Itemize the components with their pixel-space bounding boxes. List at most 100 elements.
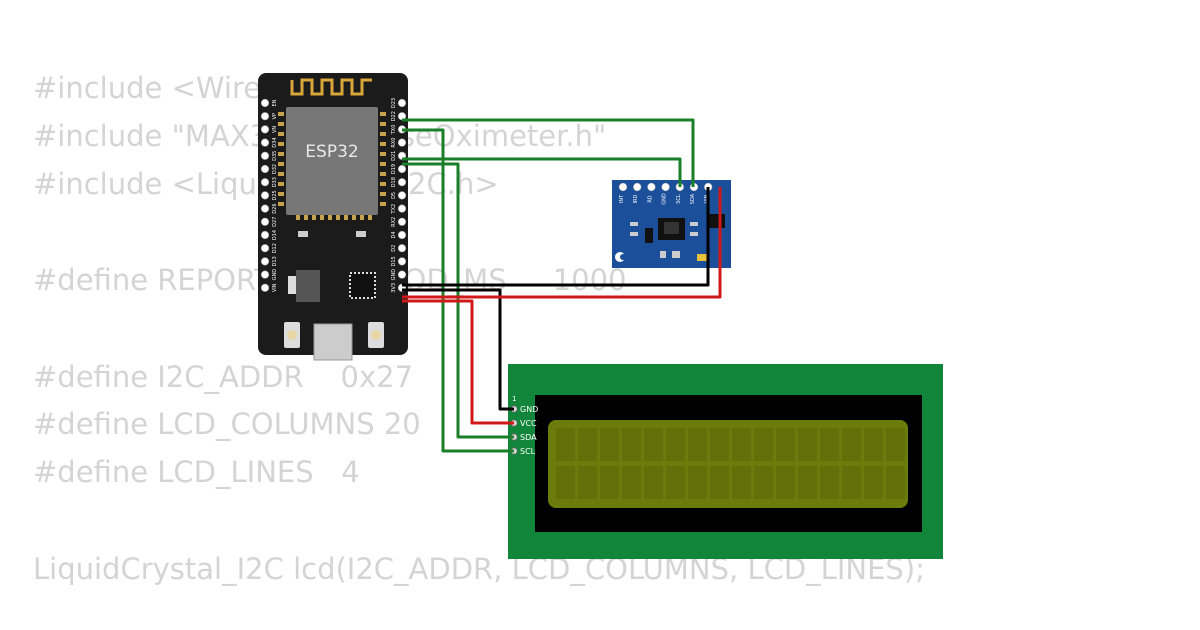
esp32-pin-label: D25 — [272, 190, 278, 200]
esp32-pin-label: VIN — [272, 283, 278, 292]
smd-regulator — [709, 214, 725, 228]
esp32-pin-d26[interactable]: D26 — [260, 203, 278, 214]
esp32-pin-d2[interactable]: D2 — [391, 244, 407, 253]
esp32-pin-d35[interactable]: D35 — [260, 151, 278, 161]
lcd-char-cell — [820, 466, 839, 499]
wire-gnd-lcd[interactable] — [402, 288, 514, 411]
esp32-pin-label: D22 — [391, 111, 397, 121]
esp32-pin-d23[interactable]: D23 — [391, 98, 407, 108]
esp32-pin-en[interactable]: EN — [260, 98, 278, 108]
lcd-char-cell — [688, 466, 707, 499]
esp32-pin-d12[interactable]: D12 — [260, 243, 278, 253]
smd-part — [690, 222, 698, 226]
esp32-pin-d25[interactable]: D25 — [260, 190, 278, 201]
esp32-pin-d4[interactable]: D4 — [391, 230, 407, 240]
esp32-pin-label: TX2 — [391, 204, 397, 215]
lcd-char-cell — [820, 428, 839, 461]
mounting-hole-inner — [620, 254, 626, 260]
esp32-pin-d34[interactable]: D34 — [260, 137, 278, 148]
esp32-pin-label: D23 — [391, 98, 397, 108]
esp32-pin-d5[interactable]: D5 — [391, 191, 407, 200]
code-line: LiquidCrystal_I2C lcd(I2C_ADDR, LCD_COLU… — [33, 552, 925, 586]
esp32-pin-gnd[interactable]: GND — [260, 269, 278, 281]
lcd-char-cell — [864, 466, 883, 499]
lcd-char-cell — [688, 428, 707, 461]
smd-part — [672, 251, 680, 258]
esp32-pin-label: D14 — [272, 230, 278, 240]
lcd-module[interactable]: 1 GND VCC SDA SCL — [508, 364, 943, 559]
esp32-pin-label: D34 — [272, 137, 278, 147]
code-line: #define LCD_COLUMNS 20 — [33, 407, 421, 441]
esp32-pin-label: D26 — [272, 203, 278, 213]
lcd-char-cell — [732, 428, 751, 461]
esp32-pin-label: EN — [272, 99, 278, 106]
esp32-pin-label: D2 — [391, 245, 397, 252]
esp32-pin-label: D32 — [272, 164, 278, 174]
esp32-pin-tx2[interactable]: TX2 — [391, 204, 407, 215]
sensor-pin-gnd[interactable]: GND — [661, 182, 670, 205]
esp32-pin-d15[interactable]: D15 — [391, 256, 407, 267]
micro-usb-port[interactable] — [313, 323, 353, 361]
wire-vcc-lcd[interactable] — [402, 299, 514, 425]
sensor-pin-label: SDA — [690, 193, 696, 204]
wire-gnd-sensor[interactable] — [402, 187, 710, 287]
sensor-pin-label: INT — [619, 194, 625, 203]
wires — [402, 118, 722, 453]
esp32-pin-label: D27 — [272, 217, 278, 227]
esp32-pin-label: D35 — [272, 151, 278, 161]
esp32-pin-label: D18 — [391, 177, 397, 187]
lcd-char-cell — [798, 428, 817, 461]
wire-sda-sensor[interactable] — [402, 157, 682, 187]
esp32-pin-rx0[interactable]: RX0 — [391, 138, 407, 148]
sensor-pin-label: GND — [662, 193, 668, 205]
code-line: #define LCD_LINES 4 — [33, 455, 360, 489]
chip-window — [664, 222, 679, 234]
esp32-module-shield — [286, 107, 378, 215]
lcd-char-cell — [556, 466, 575, 499]
esp32-pin-rx2[interactable]: RX2 — [391, 217, 407, 227]
esp32-pin-gnd[interactable]: GND — [391, 269, 407, 281]
esp32-pin-d33[interactable]: D33 — [260, 177, 278, 187]
esp32-pin-label: D19 — [391, 164, 397, 174]
lcd-char-cell — [776, 466, 795, 499]
smd-part — [630, 222, 638, 226]
regulator-tab — [288, 276, 298, 294]
esp32-pin-label: GND — [272, 269, 278, 281]
sensor-pin-rd[interactable]: RD — [647, 182, 656, 203]
esp32-pin-label: D5 — [391, 192, 397, 199]
smd-part — [298, 231, 308, 237]
lcd-char-cell — [710, 428, 729, 461]
smd-part — [645, 228, 653, 243]
wire-vcc-sensor[interactable] — [402, 187, 722, 299]
esp32-pin-label: VN — [272, 126, 278, 133]
esp32-pin-label: VP — [272, 113, 278, 119]
lcd-char-cell — [600, 428, 619, 461]
sensor-pin-ird[interactable]: IRD — [633, 182, 642, 203]
esp32-board[interactable]: ESP32 ENVPVND34D35D32D33D25D26D27D14D12D… — [258, 73, 408, 361]
lcd-char-cell — [732, 466, 751, 499]
esp32-pin-d13[interactable]: D13 — [260, 256, 278, 267]
lcd-char-cell — [886, 466, 905, 499]
esp32-pin-d14[interactable]: D14 — [260, 230, 278, 240]
wire-scl-sensor[interactable] — [402, 118, 695, 187]
sensor-pin-int[interactable]: INT — [618, 182, 628, 203]
boot-button-cap — [371, 330, 381, 340]
esp32-pin-d18[interactable]: D18 — [391, 177, 407, 187]
lcd-char-cell — [644, 428, 663, 461]
esp32-pin-label: GND — [391, 269, 397, 281]
lcd-char-cell — [578, 428, 597, 461]
esp32-pin-d27[interactable]: D27 — [260, 217, 278, 227]
smd-part — [630, 232, 638, 236]
lcd-char-cell — [864, 428, 883, 461]
esp32-pin-vin[interactable]: VIN — [260, 283, 278, 292]
lcd-char-cell — [710, 466, 729, 499]
esp32-pin-d32[interactable]: D32 — [260, 164, 278, 174]
esp32-pin-vn[interactable]: VN — [260, 125, 278, 134]
smd-part — [356, 231, 366, 237]
esp32-pin-vp[interactable]: VP — [260, 112, 278, 121]
voltage-regulator — [296, 270, 320, 302]
lcd-pin-label: SDA — [520, 433, 537, 442]
